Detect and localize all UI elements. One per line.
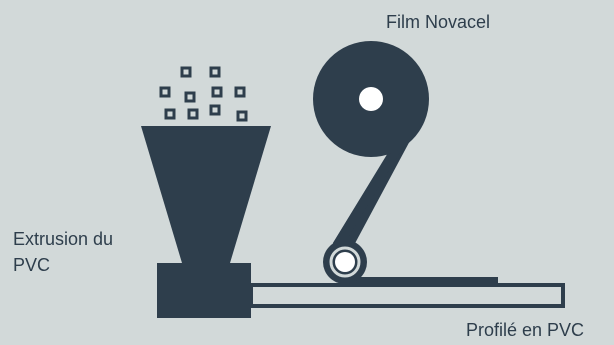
granule	[184, 91, 196, 103]
granule	[180, 66, 192, 78]
granule	[209, 104, 221, 116]
extruder-body	[157, 263, 251, 318]
pvc-granules	[159, 66, 248, 122]
film-layer	[340, 277, 498, 285]
guide-roller-hub	[335, 252, 355, 272]
film-label: Film Novacel	[386, 12, 491, 32]
granule	[209, 66, 221, 78]
extrusion-label-line1: Extrusion du	[13, 229, 114, 249]
guide-roller-inner-ring	[329, 246, 361, 278]
extrusion-label: Extrusion du PVC	[13, 226, 153, 278]
granule	[234, 86, 246, 98]
pvc-profile	[249, 283, 565, 308]
film-roll-hub	[359, 87, 383, 111]
granule	[187, 108, 199, 120]
extrusion-label-line2: PVC	[13, 255, 51, 275]
profile-label: Profilé en PVC	[466, 320, 585, 340]
granule	[236, 110, 248, 122]
hopper	[141, 126, 271, 263]
granule	[164, 108, 176, 120]
granule	[211, 86, 223, 98]
granule	[159, 86, 171, 98]
